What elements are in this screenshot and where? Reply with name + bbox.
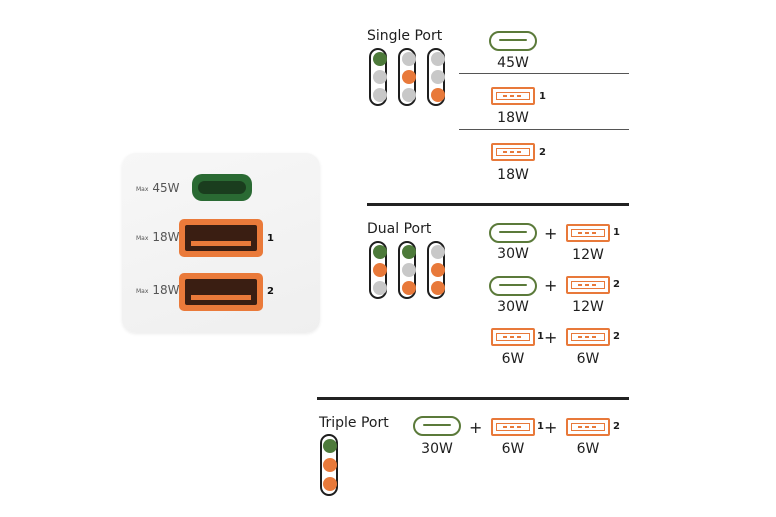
- port-a2-number: 2: [267, 286, 274, 297]
- single-port-heading: Single Port: [367, 28, 443, 44]
- usb-a-icon: [491, 328, 535, 346]
- dual-indicator-3: [427, 241, 445, 299]
- usb-a-icon: [566, 328, 610, 346]
- triple-a1-watt: 6W: [501, 441, 525, 457]
- plus-sign: +: [544, 328, 558, 347]
- usb-a-port-1-icon: [179, 219, 263, 257]
- usb-a-icon: [491, 418, 535, 436]
- triple-indicator: [320, 434, 338, 496]
- plus-sign: +: [544, 276, 558, 295]
- single-c-watt: 45W: [497, 55, 529, 71]
- plus-sign: +: [469, 418, 483, 437]
- single-a2-watt: 18W: [497, 167, 529, 183]
- triple-a2-watt: 6W: [576, 441, 600, 457]
- triple-a2-number: 2: [613, 421, 620, 432]
- divider: [459, 129, 629, 130]
- dual-indicator-2: [398, 241, 416, 299]
- usb-a-icon: [566, 224, 610, 242]
- single-indicator-1: [369, 48, 387, 106]
- dual-indicator-1: [369, 241, 387, 299]
- single-indicator-3: [427, 48, 445, 106]
- triple-port-heading: Triple Port: [319, 415, 389, 431]
- section-divider: [367, 203, 629, 206]
- dual-r1-a-watt: 12W: [572, 247, 604, 263]
- dual-r1-c-watt: 30W: [497, 246, 529, 262]
- dual-r3-left-watt: 6W: [501, 351, 525, 367]
- triple-a1-number: 1: [537, 421, 544, 432]
- plus-sign: +: [544, 224, 558, 243]
- usb-c-port-icon: [192, 174, 252, 201]
- dual-r3-left-number: 1: [537, 331, 544, 342]
- usb-c-icon: [489, 223, 537, 243]
- usb-c-icon: [489, 276, 537, 296]
- usb-c-icon: [413, 416, 461, 436]
- plus-sign: +: [544, 418, 558, 437]
- dual-r2-c-watt: 30W: [497, 299, 529, 315]
- triple-c-watt: 30W: [421, 441, 453, 457]
- single-indicator-2: [398, 48, 416, 106]
- usb-c-icon: [489, 31, 537, 51]
- single-a1-watt: 18W: [497, 110, 529, 126]
- dual-r3-right-number: 2: [613, 331, 620, 342]
- usb-a-icon: [566, 276, 610, 294]
- usb-a-port-2-icon: [179, 273, 263, 311]
- single-a2-number: 2: [539, 147, 546, 158]
- divider: [459, 73, 629, 74]
- usb-a-icon: [491, 87, 535, 105]
- usb-a-icon: [566, 418, 610, 436]
- port-a1-number: 1: [267, 233, 274, 244]
- usb-a-icon: [491, 143, 535, 161]
- dual-r2-number: 2: [613, 279, 620, 290]
- dual-r3-right-watt: 6W: [576, 351, 600, 367]
- dual-r1-number: 1: [613, 227, 620, 238]
- section-divider: [317, 397, 629, 400]
- dual-port-heading: Dual Port: [367, 221, 432, 237]
- single-a1-number: 1: [539, 91, 546, 102]
- dual-r2-a-watt: 12W: [572, 299, 604, 315]
